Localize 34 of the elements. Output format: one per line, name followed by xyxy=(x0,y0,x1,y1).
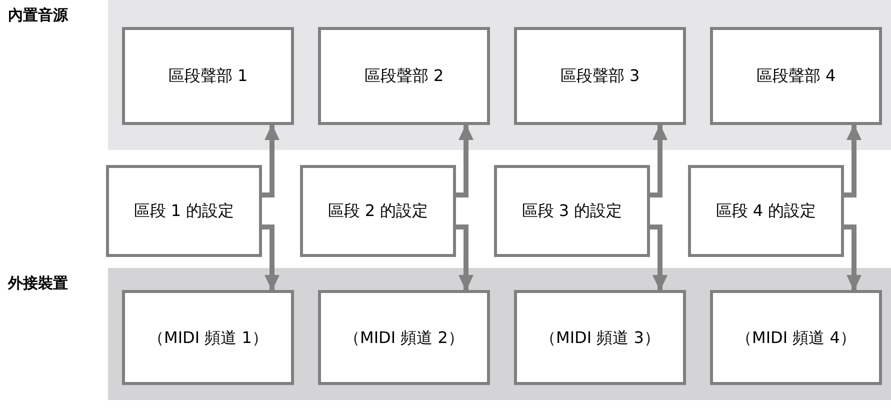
box-label: 區段聲部 2 xyxy=(364,65,444,87)
box-label: 區段聲部 4 xyxy=(756,65,836,87)
part-box xyxy=(710,27,882,125)
arrow xyxy=(262,124,280,198)
arrow xyxy=(844,224,862,291)
box-label: 區段 4 的設定 xyxy=(716,200,816,222)
box-label: （MIDI 頻道 3） xyxy=(540,326,660,348)
arrow xyxy=(844,124,862,198)
settings-box xyxy=(494,165,650,257)
arrow xyxy=(650,124,668,198)
part-box xyxy=(514,290,686,385)
box-label: 區段聲部 1 xyxy=(168,65,248,87)
settings-box xyxy=(300,165,456,257)
part-box xyxy=(122,290,294,385)
box-label: 區段 3 的設定 xyxy=(522,200,622,222)
box-label: （MIDI 頻道 1） xyxy=(148,326,268,348)
box-label: （MIDI 頻道 2） xyxy=(344,326,464,348)
box-label: （MIDI 頻道 4） xyxy=(736,326,856,348)
part-box xyxy=(710,290,882,385)
box-label: 區段聲部 3 xyxy=(560,65,640,87)
group-heading: 外接裝置 xyxy=(8,276,68,291)
part-box xyxy=(318,290,490,385)
settings-box xyxy=(106,165,262,257)
box-label: 區段 2 的設定 xyxy=(328,200,428,222)
arrow xyxy=(456,124,474,198)
arrow xyxy=(456,224,474,291)
arrow xyxy=(262,224,280,291)
part-box xyxy=(122,27,294,125)
part-box xyxy=(318,27,490,125)
group-heading: 內置音源 xyxy=(8,8,68,23)
arrow xyxy=(650,224,668,291)
part-box xyxy=(514,27,686,125)
settings-box xyxy=(688,165,844,257)
box-label: 區段 1 的設定 xyxy=(134,200,234,222)
